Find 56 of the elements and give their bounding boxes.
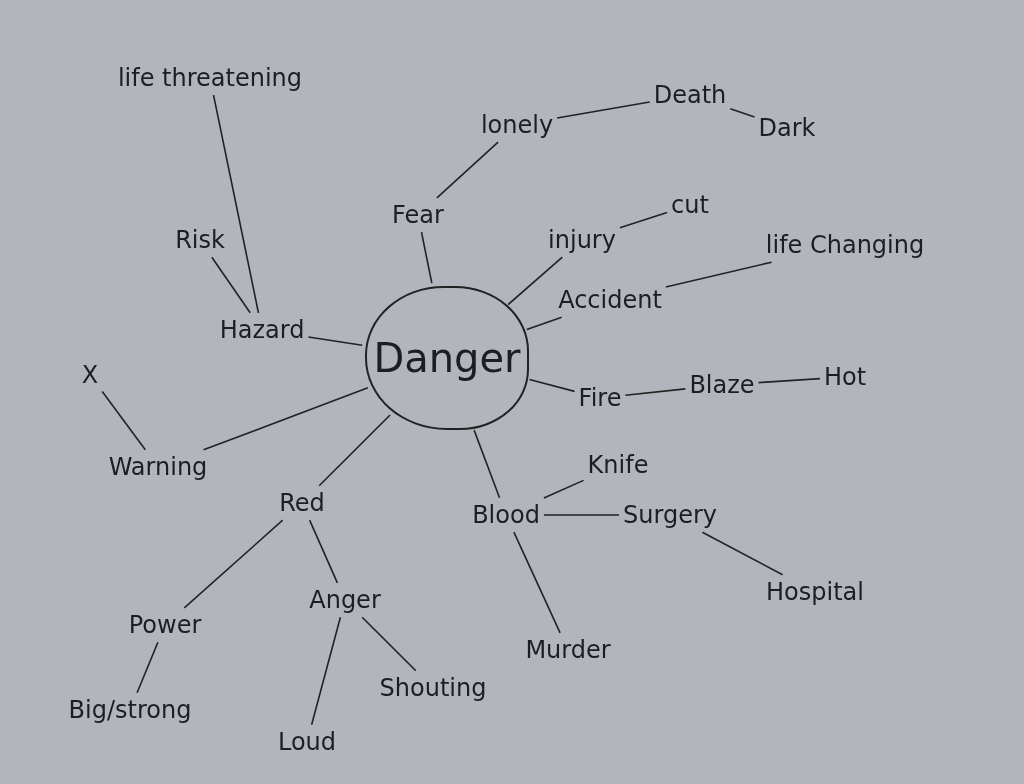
connector-line [136,641,159,694]
connector-line [310,616,342,726]
connector-line [543,479,585,499]
connector-line [308,519,339,584]
connector-line [526,316,563,331]
connector-line [507,256,564,306]
connector-line [729,107,756,118]
connector-line [307,336,364,346]
connector-line [318,414,391,487]
mind-map-word: Surgery [623,501,717,529]
mind-map-word: Red [279,489,325,517]
mind-map-word: Murder [525,636,611,664]
mind-map-word: Shouting [379,674,487,702]
connector-line [473,429,501,499]
mind-map-word: Risk [175,226,225,254]
mind-map-word: Knife [587,451,649,479]
connector-line [701,531,784,576]
central-word: Danger [373,336,521,380]
mind-map-word: Accident [558,286,662,314]
mind-map-word: Dark [758,114,816,142]
connector-line [556,101,651,119]
connector-line [420,231,433,284]
mind-map-word: Loud [277,728,337,756]
connector-line [528,378,576,393]
mind-map-word: Fire [578,384,622,412]
connector-line [361,616,417,672]
connector-line [665,261,773,288]
mind-map-word: Blaze [689,371,755,399]
connector-line [202,387,369,451]
mind-map-word: injury [548,226,616,254]
mind-map-word: Fear [392,201,444,229]
mind-map-word: life threatening [117,64,303,92]
mind-map-word: Hot [823,363,867,391]
mind-map-word: cut [671,191,709,219]
connector-line [619,211,668,229]
mind-map-word: Death [653,81,727,109]
connector-line [212,94,260,314]
mind-map-word: Anger [309,586,381,614]
connector-line [183,519,284,609]
connector-line [624,388,687,397]
mind-map-word: Blood [472,501,540,529]
connector-line [211,256,251,314]
mind-map-word: Hospital [766,578,864,606]
mind-map-word: Hazard [219,316,305,344]
mind-map-word: X [81,361,99,389]
connector-line [513,531,561,634]
mind-map-word: lonely [480,111,554,139]
mind-map-word: life Changing [765,231,925,259]
central-blob [365,286,529,430]
mind-map-word: Power [128,611,202,639]
connector-line [543,514,620,516]
connector-line [436,141,499,199]
mind-map-word: Warning [108,453,208,481]
connector-line [757,377,821,384]
mind-map-word: Big/strong [68,696,192,724]
connector-line [101,390,147,451]
